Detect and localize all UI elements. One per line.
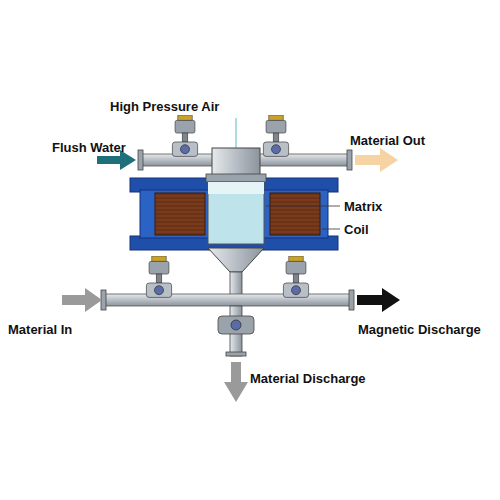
part-label: Coil bbox=[344, 222, 369, 237]
part-label: Material In bbox=[8, 322, 72, 337]
part-label: Material Discharge bbox=[250, 371, 366, 386]
part-label: Flush Water bbox=[52, 140, 126, 155]
part-label: High Pressure Air bbox=[110, 99, 219, 114]
part-label: Matrix bbox=[344, 199, 382, 214]
part-label: Material Out bbox=[350, 133, 425, 148]
part-label: Magnetic Discharge bbox=[358, 322, 481, 337]
